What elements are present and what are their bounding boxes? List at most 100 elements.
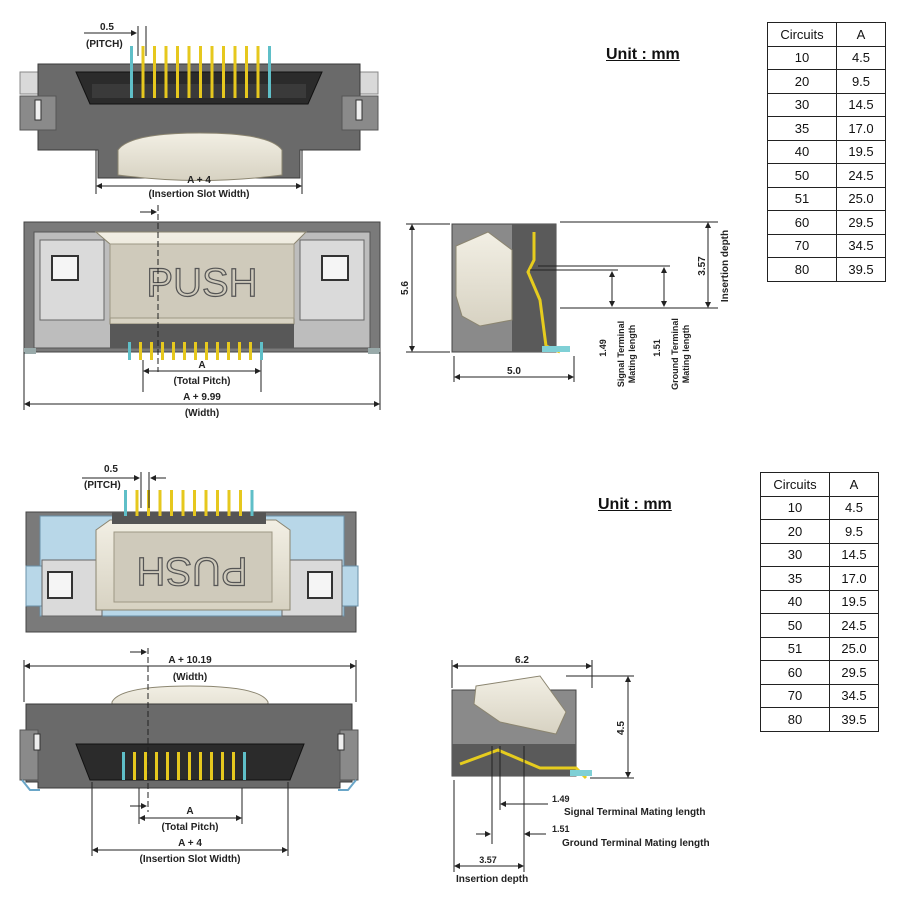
terminal-pin bbox=[204, 490, 208, 516]
a-value-cell: 24.5 bbox=[836, 163, 886, 188]
bottom-slot-dimension: A + 4 (Insertion Slot Width) bbox=[91, 782, 289, 865]
terminal-pin bbox=[150, 342, 153, 360]
side-depth-value: 5.0 bbox=[507, 366, 521, 377]
a-value-cell: 24.5 bbox=[829, 613, 879, 638]
terminal-pin bbox=[221, 752, 224, 780]
bottom-pitch-dimension: 0.5 (PITCH) bbox=[82, 464, 166, 508]
a-value-cell: 25.0 bbox=[829, 636, 879, 661]
signal-label-1: Signal Terminal bbox=[616, 321, 626, 387]
terminal-pin bbox=[164, 46, 168, 98]
side-depth-value: 6.2 bbox=[515, 655, 529, 666]
a-value-cell: 39.5 bbox=[829, 707, 879, 732]
a-value-cell: 19.5 bbox=[829, 589, 879, 614]
terminal-pin bbox=[249, 342, 252, 360]
terminal-pin bbox=[135, 490, 139, 516]
width-value: A + 10.19 bbox=[168, 655, 212, 666]
a-value-cell: 34.5 bbox=[829, 683, 879, 708]
a-value-cell: 4.5 bbox=[836, 45, 886, 70]
bottom-side-view bbox=[451, 675, 592, 780]
terminal-pin bbox=[181, 490, 185, 516]
terminal-pin bbox=[122, 752, 125, 780]
bottom-plan-view: PUSH bbox=[25, 490, 359, 633]
terminal-pin bbox=[238, 342, 241, 360]
terminal-pin bbox=[227, 342, 230, 360]
side-height-value: 5.6 bbox=[400, 281, 411, 295]
bottom-front-view bbox=[19, 648, 359, 812]
terminal-pin bbox=[245, 46, 248, 98]
circuits-cell: 50 bbox=[760, 613, 830, 638]
a-value-cell: 39.5 bbox=[836, 257, 886, 282]
circuits-cell: 10 bbox=[767, 45, 837, 70]
signal-label: Signal Terminal Mating length bbox=[564, 807, 706, 818]
top-pitch-dimension: 0.5 (PITCH) bbox=[84, 22, 147, 56]
terminal-pin bbox=[141, 46, 145, 98]
terminal-pin bbox=[250, 490, 254, 516]
ground-value: 1.51 bbox=[552, 824, 570, 834]
a-value-cell: 9.5 bbox=[829, 519, 879, 544]
terminal-pin bbox=[210, 752, 213, 780]
top-side-dimensions: 5.6 5.0 3.57 Insertion depth 1.49 Signal… bbox=[400, 221, 731, 390]
terminal-pin bbox=[222, 46, 225, 98]
insertion-value: 3.57 bbox=[697, 256, 708, 276]
terminal-pin bbox=[194, 342, 197, 360]
terminal-pin bbox=[124, 490, 127, 516]
terminal-pin bbox=[199, 46, 202, 98]
slot-label: (Insertion Slot Width) bbox=[148, 189, 249, 200]
terminal-pin bbox=[239, 490, 242, 516]
insertion-label: Insertion depth bbox=[456, 874, 528, 885]
bottom-total-pitch-dimension: A (Total Pitch) bbox=[138, 788, 243, 833]
circuits-cell: 50 bbox=[767, 163, 837, 188]
circuits-cell: 35 bbox=[760, 566, 830, 591]
terminal-pin bbox=[256, 46, 260, 98]
slot-label: (Insertion Slot Width) bbox=[139, 854, 240, 865]
terminal-pin bbox=[130, 46, 133, 98]
pitch-value: 0.5 bbox=[104, 464, 118, 475]
terminal-pin bbox=[199, 752, 202, 780]
table-header-row: Circuits A bbox=[767, 22, 886, 47]
total-pitch-value: A bbox=[198, 360, 205, 371]
top-total-pitch-dimension: A (Total Pitch) bbox=[142, 360, 262, 392]
top-unit-label: Unit : mm bbox=[606, 46, 680, 63]
total-pitch-value: A bbox=[186, 806, 193, 817]
push-text: PUSH bbox=[146, 261, 257, 305]
ground-value: 1.51 bbox=[652, 339, 662, 357]
pitch-label: (PITCH) bbox=[84, 480, 121, 491]
terminal-pin bbox=[227, 490, 231, 516]
top-front-view bbox=[19, 46, 379, 181]
terminal-pin bbox=[161, 342, 164, 360]
terminal-pin bbox=[133, 752, 136, 780]
bottom-unit-label: Unit : mm bbox=[598, 496, 672, 513]
circuits-cell: 20 bbox=[767, 69, 837, 94]
signal-value: 1.49 bbox=[598, 339, 608, 357]
terminal-pin bbox=[216, 342, 219, 360]
terminal-pin bbox=[166, 752, 169, 780]
top-width-dimension: A + 9.99 (Width) bbox=[23, 352, 381, 419]
width-label: (Width) bbox=[185, 408, 219, 419]
circuits-cell: 80 bbox=[767, 257, 837, 282]
terminal-pin bbox=[177, 752, 180, 780]
terminal-pin bbox=[233, 46, 237, 98]
terminal-pin bbox=[268, 46, 271, 98]
header-circuits: Circuits bbox=[767, 22, 837, 47]
terminal-pins bbox=[130, 46, 271, 98]
pitch-value: 0.5 bbox=[100, 22, 114, 33]
circuits-cell: 10 bbox=[760, 495, 830, 520]
width-value: A + 9.99 bbox=[183, 392, 221, 403]
circuits-cell: 20 bbox=[760, 519, 830, 544]
a-value-cell: 9.5 bbox=[836, 69, 886, 94]
bottom-width-dimension: A + 10.19 (Width) bbox=[23, 655, 357, 702]
terminal-pin bbox=[260, 342, 263, 360]
terminal-pin bbox=[183, 342, 186, 360]
